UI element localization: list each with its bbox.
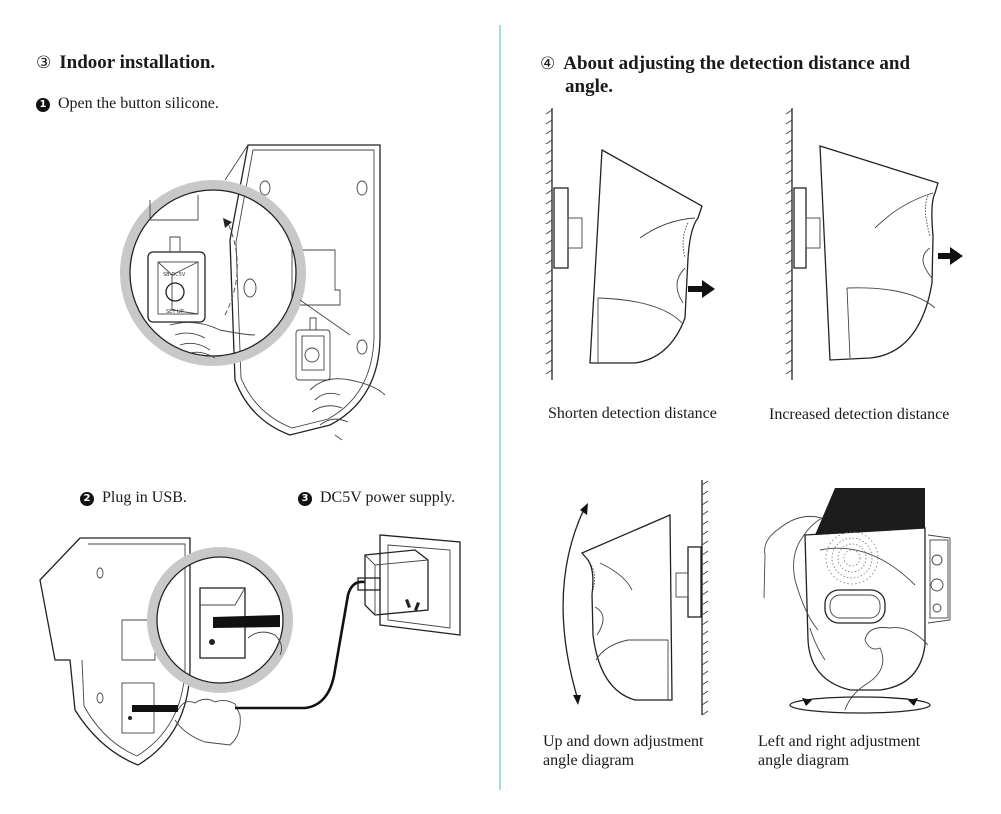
step-1: 1 Open the button silicone.	[36, 94, 219, 114]
device-back-panel	[224, 144, 381, 436]
step-text: DC5V power supply.	[320, 489, 456, 506]
section-title: Indoor installation.	[59, 52, 216, 73]
illustration-open-button-silicone: SB-DC5V SET UP	[120, 144, 386, 441]
caption-up-down-line1: Up and down adjustment	[543, 733, 704, 750]
section-title-line2: angle.	[565, 76, 614, 97]
camera-body	[804, 488, 951, 691]
horizontal-rotate-arrow-icon	[789, 696, 931, 714]
magnifier-lens	[120, 180, 351, 366]
caption-increase: Increased detection distance	[769, 406, 950, 423]
usb-cable	[235, 580, 366, 710]
curved-double-arrow-icon	[562, 503, 588, 705]
magnifier-lens	[147, 547, 293, 693]
step-number-badge: 2	[80, 492, 94, 506]
arrow-head-icon	[223, 218, 232, 228]
step-number-badge: 3	[298, 492, 312, 506]
power-adapter	[357, 549, 429, 616]
step-text: Open the button silicone.	[58, 95, 219, 112]
speaker-grille	[825, 531, 879, 585]
section-number: ④	[540, 54, 556, 73]
caption-left-right-line1: Left and right adjustment	[758, 733, 921, 750]
mount-bracket	[553, 187, 583, 269]
button-label-top: SB-DC5V	[163, 272, 186, 278]
diagram-left-right-adjustment	[763, 488, 951, 714]
step-text: Plug in USB.	[102, 489, 187, 506]
mount-bracket	[793, 187, 821, 269]
section-heading-detection-adjustment: ④ About adjusting the detection distance …	[540, 52, 910, 75]
caption-up-down-line2: angle diagram	[543, 752, 635, 769]
camera-body	[819, 145, 939, 361]
column-divider	[499, 25, 501, 790]
hand-top	[763, 515, 826, 661]
arrow-right-icon	[938, 247, 963, 265]
camera-body	[580, 514, 673, 701]
section-title-line1: About adjusting the detection distance a…	[563, 53, 911, 74]
wall	[785, 108, 793, 380]
solar-panel	[815, 488, 925, 535]
illustration-usb-power	[39, 534, 461, 766]
step-number-badge: 1	[36, 98, 50, 112]
caption-left-right-line2: angle diagram	[758, 752, 850, 769]
button-label-bottom: SET UP	[166, 309, 184, 315]
magnified-button-cover: SB-DC5V SET UP	[147, 195, 206, 323]
diagram-increase-detection	[785, 108, 963, 380]
arrow-right-icon	[688, 280, 715, 298]
device-back-panel	[39, 537, 191, 766]
wall	[545, 108, 553, 380]
usb-plug-small	[132, 705, 178, 712]
hand-small	[309, 378, 386, 441]
hand-magnified	[169, 321, 256, 359]
diagram-up-down-adjustment	[562, 480, 709, 716]
section-heading-indoor-installation: ③ Indoor installation.	[36, 51, 215, 74]
usb-plug-magnified	[213, 615, 280, 628]
hand-bottom	[844, 627, 929, 711]
diagram-shorten-detection	[545, 108, 715, 380]
hand	[174, 698, 241, 746]
small-button-cover	[295, 317, 331, 381]
caption-shorten: Shorten detection distance	[548, 405, 717, 422]
dashed-lift-arrow	[224, 222, 238, 316]
wall-outlet	[379, 534, 461, 636]
magnified-usb-port	[199, 587, 283, 659]
step-2: 2 Plug in USB.	[80, 488, 187, 508]
mount-bracket	[675, 546, 702, 618]
wall	[701, 480, 709, 716]
step-3: 3 DC5V power supply.	[298, 488, 455, 508]
camera-body	[589, 148, 703, 364]
section-number: ③	[36, 53, 52, 72]
